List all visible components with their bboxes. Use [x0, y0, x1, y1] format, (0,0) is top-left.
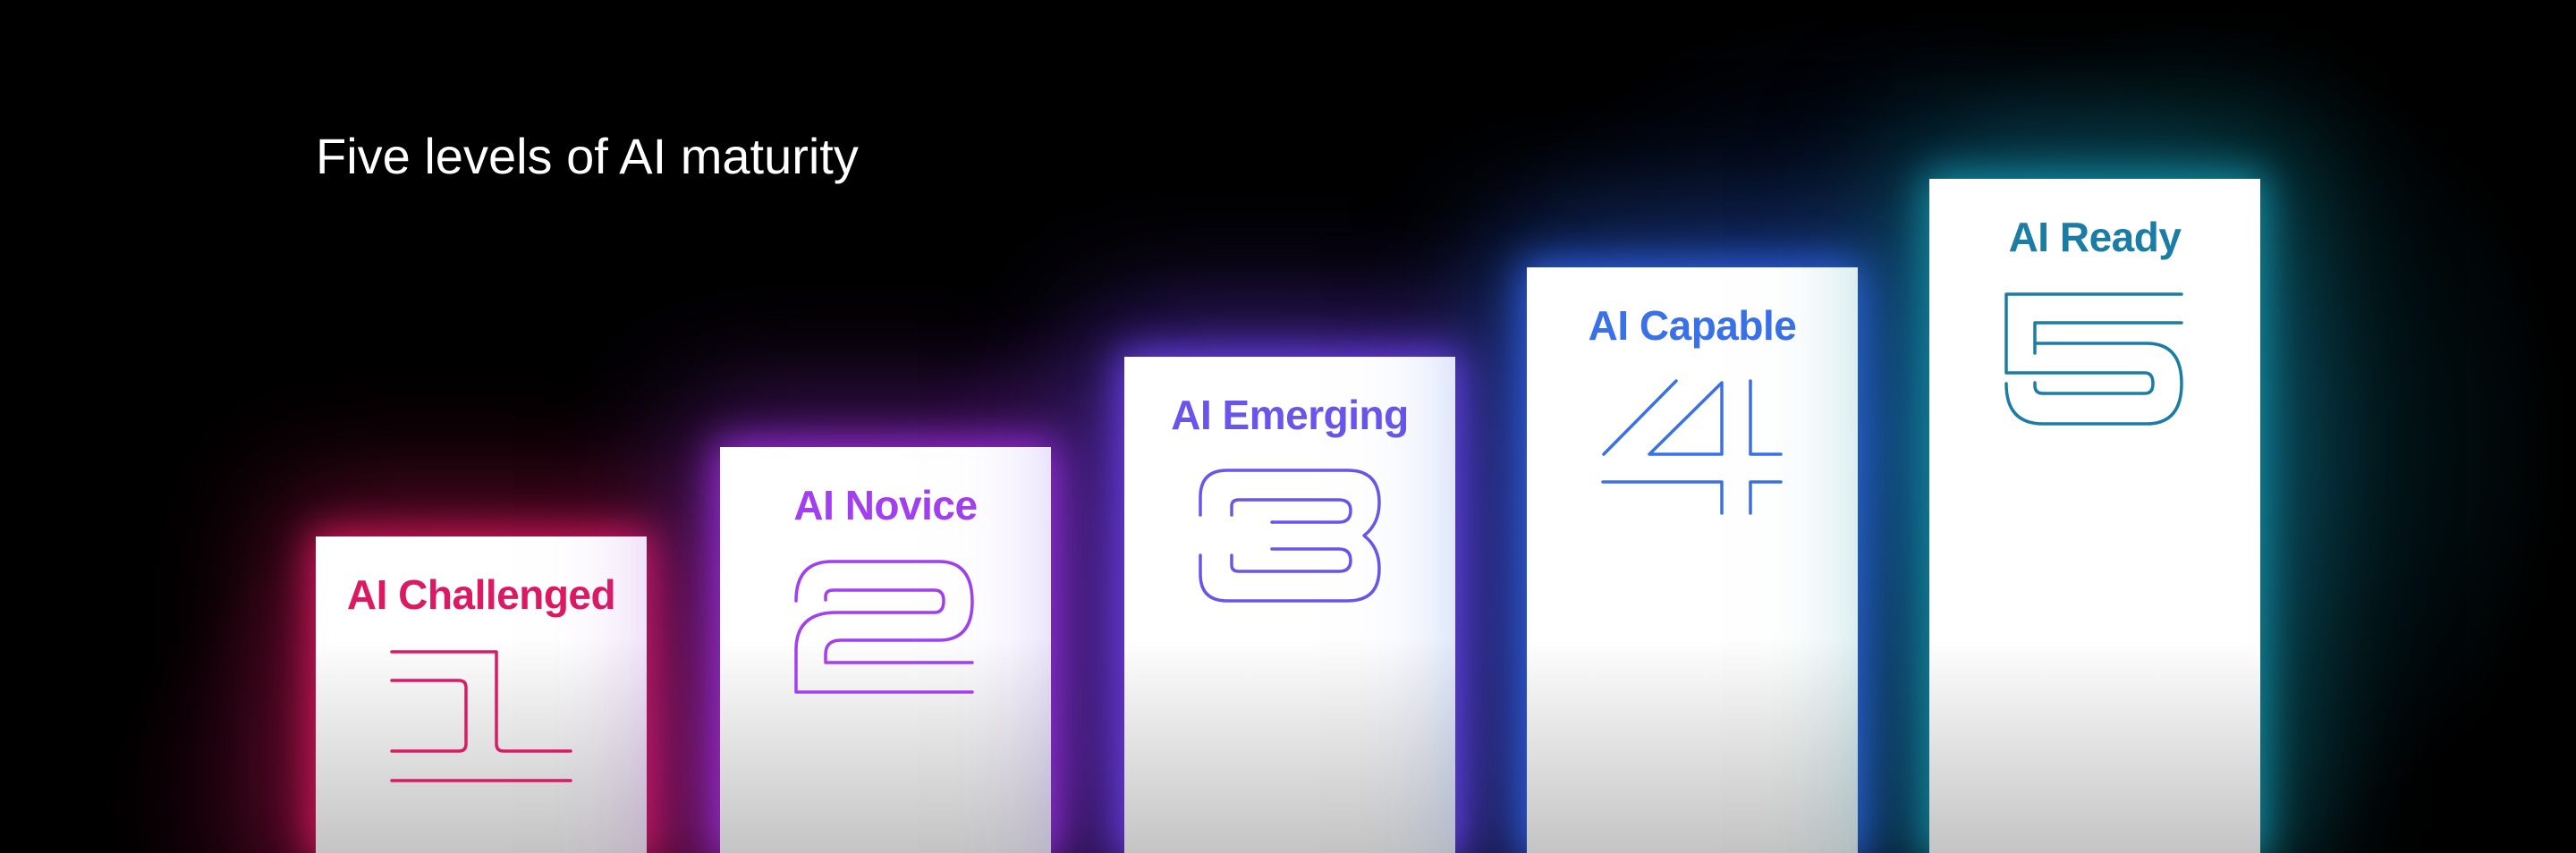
number-2-icon: [794, 560, 974, 694]
level-label: AI Ready: [2008, 214, 2182, 260]
number-3-icon: [1199, 469, 1381, 603]
level-label: AI Challenged: [346, 571, 616, 618]
number-4-icon: [1601, 379, 1783, 515]
level-3-card: AI Emerging: [1124, 357, 1455, 853]
page-title: Five levels of AI maturity: [316, 128, 859, 184]
level-5-card: AI Ready: [1929, 179, 2260, 853]
level-label: AI Emerging: [1171, 392, 1409, 438]
number-5-icon: [2004, 292, 2183, 426]
level-1-card: AI Challenged: [316, 536, 647, 853]
level-label: AI Novice: [793, 482, 978, 528]
level-label: AI Capable: [1588, 302, 1797, 349]
level-2-card: AI Novice: [720, 447, 1051, 853]
number-1-icon: [390, 650, 572, 782]
level-4-card: AI Capable: [1527, 267, 1858, 853]
